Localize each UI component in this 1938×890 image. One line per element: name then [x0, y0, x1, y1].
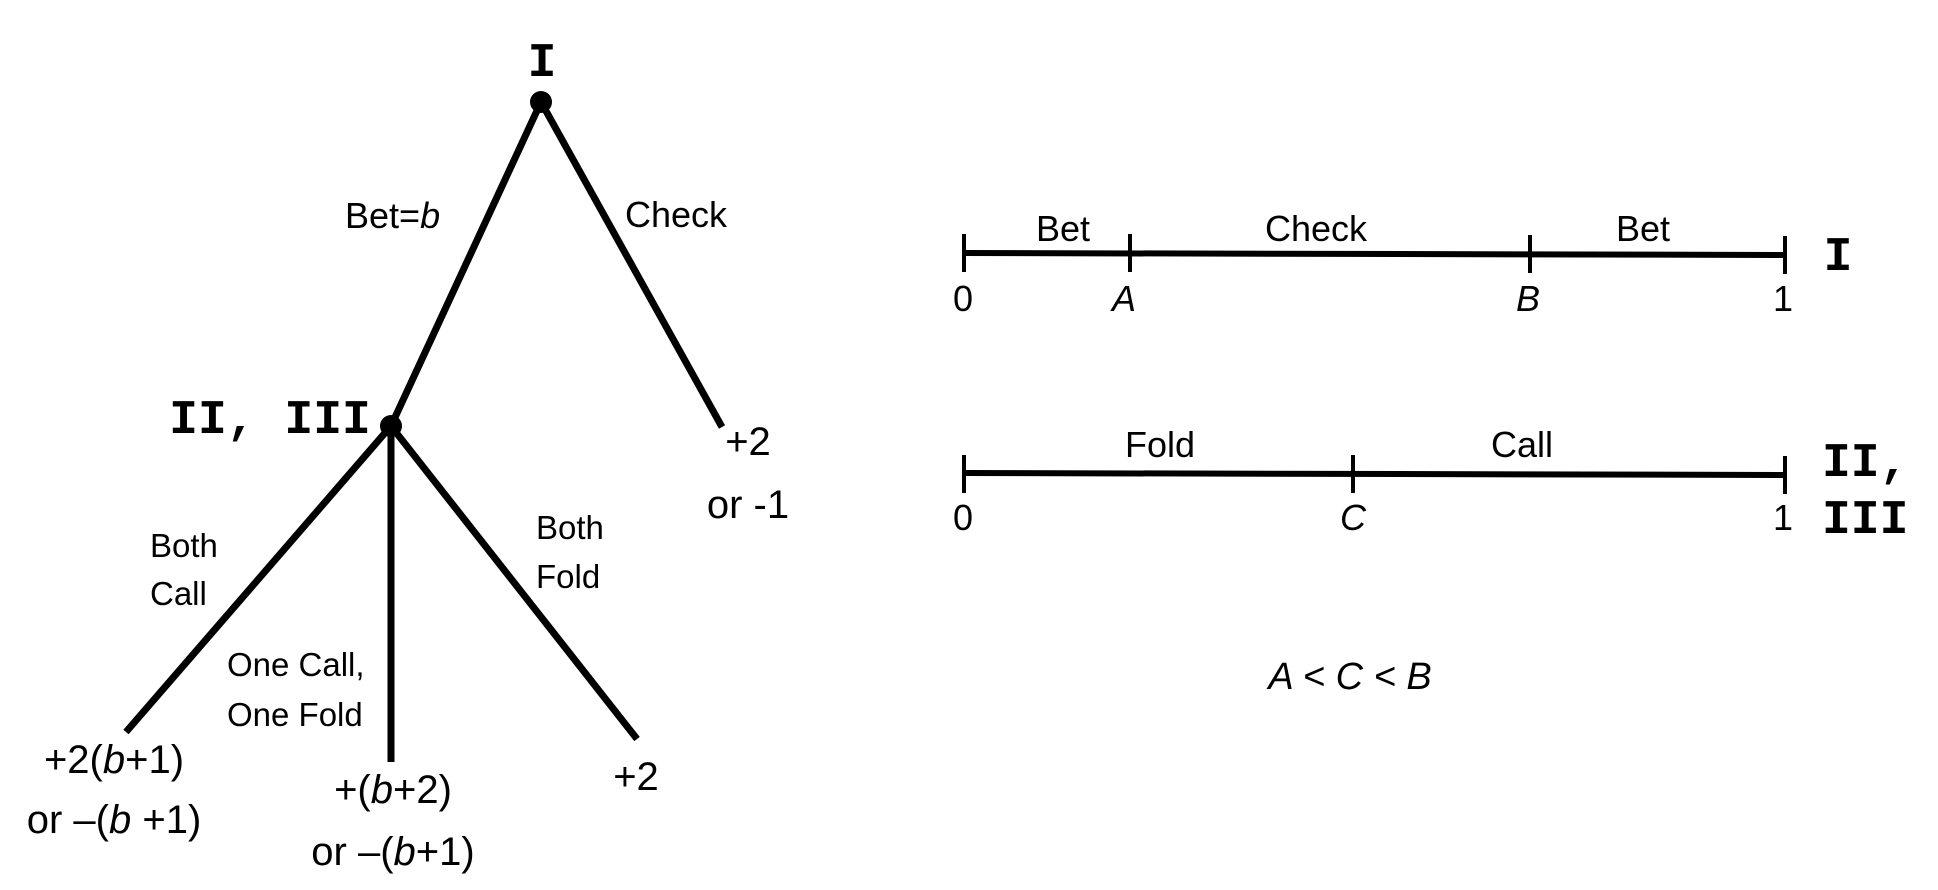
bet-branch-label: Bet=b [345, 195, 440, 236]
player23-segment-call: Call [1491, 424, 1553, 465]
both-fold-payoff: +2 [613, 755, 659, 799]
player23-axis [963, 470, 1786, 478]
both-call-label-line1: Both [150, 527, 218, 564]
both-call-label-line2: Call [150, 575, 207, 612]
root-player-label: I [528, 37, 557, 91]
player23-strategy-line: Fold Call 0 C 1 II, III [953, 424, 1908, 548]
player23-tick-label-C: C [1340, 497, 1367, 538]
one-call-payoff-line2: or –(b+1) [311, 830, 474, 874]
second-player-label: II, III [169, 394, 371, 448]
one-call-label-line2: One Fold [227, 696, 363, 733]
player1-segment-bet-left: Bet [1036, 208, 1090, 249]
player23-tick-label-1: 1 [1773, 497, 1793, 538]
both-call-payoff-line2: or –(b +1) [27, 798, 202, 842]
player1-tick-label-B: B [1516, 278, 1540, 319]
player1-tick-label-A: A [1110, 278, 1136, 319]
player1-segment-check: Check [1265, 208, 1368, 249]
player1-label: I [1824, 231, 1853, 285]
both-call-branch [123, 423, 394, 735]
player23-label-line2: III [1822, 494, 1908, 548]
both-fold-label-line1: Both [536, 509, 604, 546]
root-node [530, 91, 552, 113]
threshold-inequality: A < C < B [1266, 656, 1431, 698]
game-tree: I II, III Bet=b Check +2 or -1 Both Call… [27, 37, 789, 874]
check-payoff-line2: or -1 [707, 483, 789, 527]
player1-axis [963, 250, 1786, 258]
player1-tick-label-0: 0 [953, 278, 973, 319]
player23-tick-label-0: 0 [953, 497, 973, 538]
player23-segment-fold: Fold [1125, 424, 1195, 465]
both-fold-branch [388, 423, 640, 742]
player1-tick-label-1: 1 [1773, 278, 1793, 319]
check-branch [537, 100, 726, 429]
one-call-label-line1: One Call, [227, 646, 365, 683]
both-call-payoff-line1: +2(b+1) [44, 738, 184, 782]
check-branch-label: Check [625, 194, 728, 235]
check-payoff-line1: +2 [725, 420, 771, 464]
player1-segment-bet-right: Bet [1616, 208, 1670, 249]
one-call-payoff-line1: +(b+2) [334, 768, 452, 812]
player23-label-line1: II, [1822, 437, 1908, 491]
player1-strategy-line: Bet Check Bet 0 A B 1 I [953, 208, 1852, 319]
bet-branch [387, 100, 545, 428]
both-fold-label-line2: Fold [536, 558, 600, 595]
second-node [380, 415, 402, 437]
